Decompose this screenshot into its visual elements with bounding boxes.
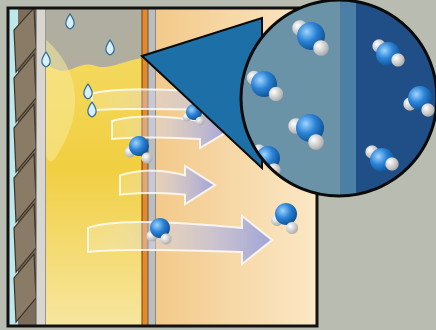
siding-shingles (14, 8, 36, 326)
